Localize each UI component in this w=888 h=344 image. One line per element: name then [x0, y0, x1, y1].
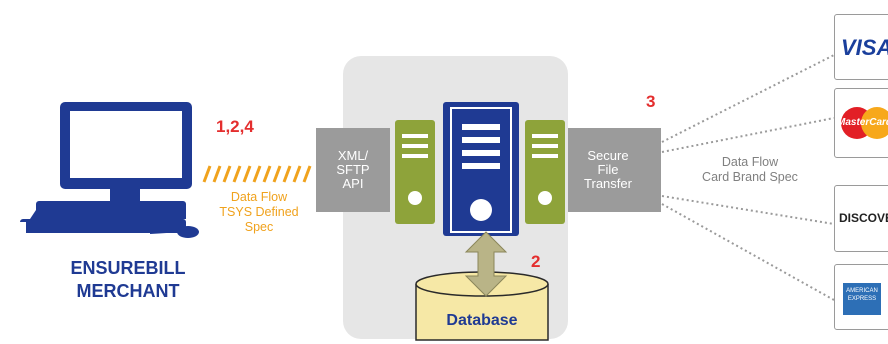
amex-card: AMERICAN EXPRESS [834, 264, 888, 330]
computer-icon [12, 102, 199, 238]
server-cluster [395, 102, 565, 236]
api-box-line2: SFTP [336, 162, 370, 177]
flow-left-line1: Data Flow [230, 190, 288, 204]
merchant-name-line2: MERCHANT [76, 281, 180, 301]
discover-logo: DISCOVER [839, 211, 888, 225]
visa-card: VISA [834, 14, 888, 80]
server-right-icon [525, 120, 565, 224]
step-number-left: 1,2,4 [216, 117, 254, 136]
api-box [316, 128, 390, 212]
step-number-database: 2 [531, 252, 541, 271]
flow-right-line2: Card Brand Spec [702, 170, 798, 184]
amex-text-line2: EXPRESS [847, 296, 877, 302]
visa-logo: VISA [841, 35, 888, 60]
transfer-box-line3: Transfer [584, 176, 632, 191]
step-number-right: 3 [646, 92, 656, 111]
flow-left-line2: TSYS Defined [219, 205, 299, 219]
server-left-icon [395, 120, 435, 224]
merchant-name-line1: ENSUREBILL [70, 258, 186, 278]
flow-right-line1: Data Flow [721, 155, 779, 169]
discover-card: DISCOVER [834, 185, 888, 252]
bidirectional-arrow-icon [464, 231, 508, 297]
transfer-box-line1: Secure [587, 148, 629, 163]
api-box-line3: API [342, 176, 364, 191]
amex-logo: AMERICAN EXPRESS [843, 283, 881, 315]
secure-file-transfer-box [568, 128, 661, 212]
mastercard-card: MasterCard [834, 88, 888, 158]
api-box-line1: XML/ [337, 148, 369, 163]
data-flow-hatch [202, 165, 312, 183]
server-main-icon [443, 102, 519, 236]
database-label: Database [446, 312, 518, 329]
transfer-box-line2: File [597, 162, 619, 177]
flow-left-line3: Spec [244, 220, 274, 234]
mastercard-text: MasterCard [837, 117, 888, 128]
mastercard-logo [841, 107, 888, 139]
amex-text-line1: AMERICAN [846, 288, 878, 294]
